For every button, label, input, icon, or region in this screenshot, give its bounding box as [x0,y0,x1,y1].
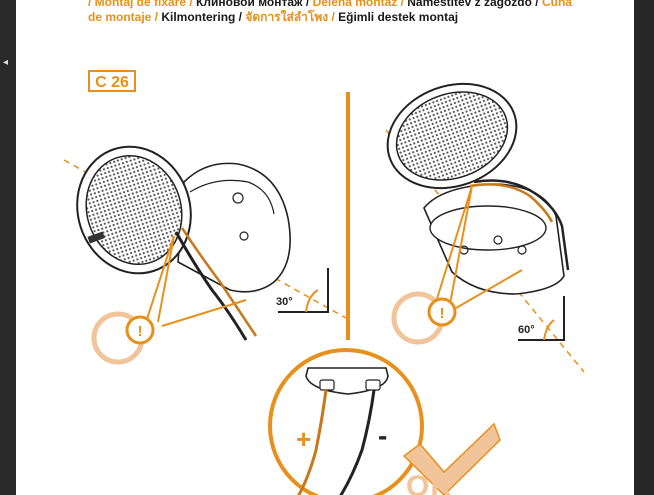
manual-page: / Montaj de fixare / Клиновой монтаж / D… [16,0,634,495]
speaker-grill [395,91,509,181]
header-sl: Namestitev z zagozdo / [403,0,539,9]
right-frame [634,0,654,495]
left-frame: ◂ [0,0,16,495]
cable-black [174,231,248,341]
plus-sign: + [296,424,312,454]
figure-label: C 26 [88,70,136,92]
header-cs: Delená montáž / [309,0,404,9]
tilt-guide-line [63,159,347,319]
speaker-left: ! [63,145,347,365]
header-line-1: / Montaj de fixare / Клиновой монтаж / D… [88,0,618,10]
terminal-minus [365,379,381,391]
header-es-2: de montaje / [88,10,159,24]
ok-stamp: OK [406,470,453,495]
header-th: จัดการใส่ลำโพง / [242,10,335,24]
warning-icon [427,297,457,327]
minus-sign: - [378,420,388,451]
screw-hole [232,192,244,204]
header-ru: Клиновой монтаж / [192,0,310,9]
wiring-detail [268,348,424,495]
svg-text:!: ! [138,323,143,340]
cable-black [473,179,570,271]
wire-positive [297,389,328,495]
installation-illustration: ! ! [63,82,585,495]
header-no: Kilmontering / [158,10,243,24]
screw-hole [239,231,249,241]
angle-marker [278,268,329,313]
wire-negative [339,389,376,495]
header-line-2: de montaje / Kilmontering / จัดการใส่ลำโ… [88,10,618,25]
pointer-line [145,235,175,323]
pointer-line [455,269,523,309]
header-tr: Eğimli destek montaj [334,10,459,24]
arrow-icon: ◂ [3,57,9,68]
pointer-line [157,235,175,323]
screw-hole [493,235,503,245]
cable-orange [469,183,554,223]
angle-label-right: 60° [518,324,535,336]
header-es-1: Cuña [538,0,572,9]
pointer-line [435,185,473,303]
speaker-right: ! [385,82,585,373]
svg-text:!: ! [440,305,445,322]
check-icon [402,422,501,495]
pointer-line [161,299,247,327]
bracket-housing [177,162,291,293]
terminal-plus [319,379,335,391]
warning-icon [125,315,155,345]
bracket-cup [429,205,547,251]
header-ro: / Montaj de fixare / [88,0,193,9]
pointer-line [449,185,473,305]
cable-orange [180,227,258,337]
detail-circle [268,348,424,495]
angle-marker [518,296,565,341]
speaker-logo [87,231,105,244]
speaker-grill [85,154,183,266]
section-header: / Montaj de fixare / Клиновой монтаж / D… [88,0,618,25]
angle-label-left: 30° [276,296,293,308]
screw-hole [517,245,527,255]
